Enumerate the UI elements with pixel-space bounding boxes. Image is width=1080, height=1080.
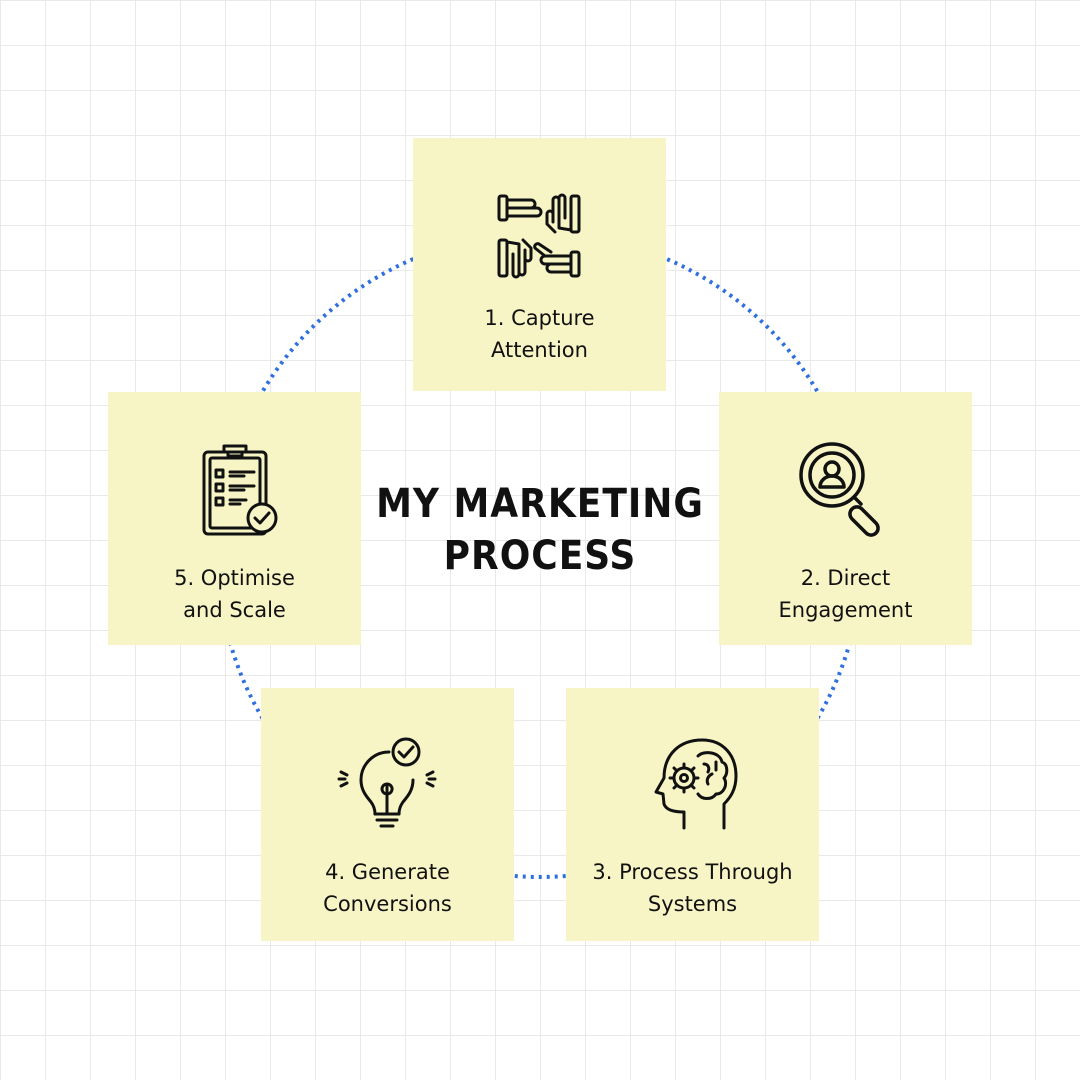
- step-label-4-line1: 4. Generate: [325, 860, 450, 884]
- magnifier-user-icon: [795, 438, 895, 538]
- step-label-2-line1: 2. Direct: [800, 566, 891, 590]
- lightbulb-check-icon: [337, 732, 437, 832]
- step-label-3: 3. Process Through Systems: [572, 856, 813, 920]
- step-card-4: 4. Generate Conversions: [261, 688, 514, 941]
- step-label-1: 1. Capture Attention: [419, 302, 660, 366]
- step-label-5-line1: 5. Optimise: [174, 566, 295, 590]
- step-card-2: 2. Direct Engagement: [719, 392, 972, 645]
- step-card-1: 1. Capture Attention: [413, 138, 666, 391]
- diagram-title: MY MARKETING PROCESS: [340, 478, 740, 582]
- hands-teamwork-icon: [489, 186, 589, 286]
- step-label-4-line2: Conversions: [323, 892, 452, 916]
- step-label-2-line2: Engagement: [778, 598, 913, 622]
- diagram-title-line1: MY MARKETING: [376, 481, 704, 527]
- step-label-4: 4. Generate Conversions: [267, 856, 508, 920]
- step-label-5-line2: and Scale: [183, 598, 286, 622]
- step-card-3: 3. Process Through Systems: [566, 688, 819, 941]
- step-label-1-line1: 1. Capture: [484, 306, 595, 330]
- step-label-2: 2. Direct Engagement: [725, 562, 966, 626]
- step-card-5: 5. Optimise and Scale: [108, 392, 361, 645]
- step-label-3-line1: 3. Process Through: [592, 860, 793, 884]
- diagram-title-line2: PROCESS: [443, 533, 637, 579]
- clipboard-check-icon: [184, 438, 284, 538]
- step-label-3-line2: Systems: [647, 892, 738, 916]
- step-label-1-line2: Attention: [491, 338, 588, 362]
- step-label-5: 5. Optimise and Scale: [114, 562, 355, 626]
- head-brain-gear-icon: [642, 732, 742, 832]
